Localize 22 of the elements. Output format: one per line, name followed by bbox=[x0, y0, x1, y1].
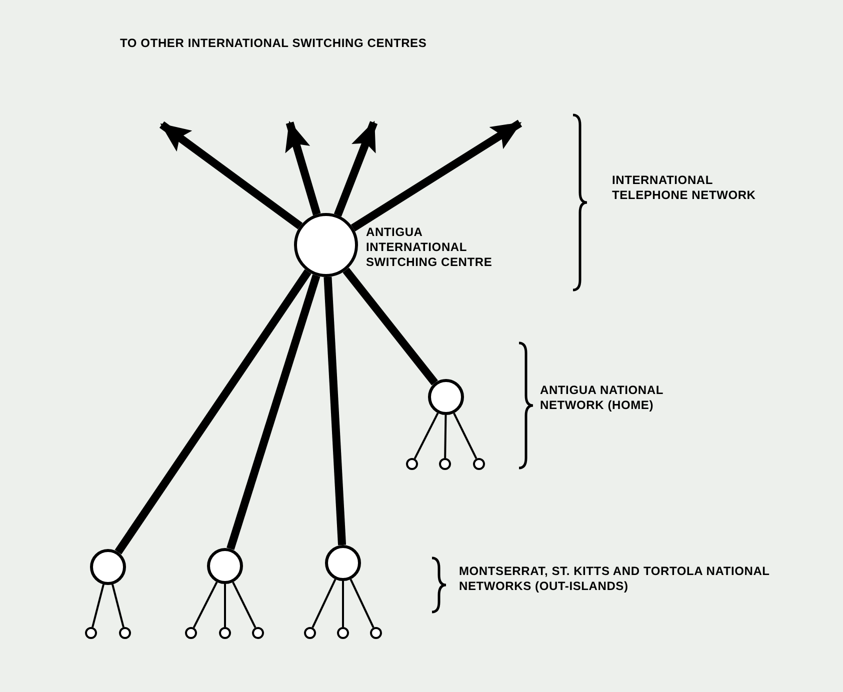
connector-line bbox=[350, 578, 374, 628]
heading-text: TO OTHER INTERNATIONAL SWITCHING CENTRES bbox=[120, 36, 428, 51]
node-caption: ANTIGUA INTERNATIONAL SWITCHING CENTRE bbox=[366, 225, 494, 270]
connector-line bbox=[444, 414, 447, 458]
connector-line bbox=[342, 581, 344, 627]
arrow bbox=[159, 121, 303, 230]
connector-line bbox=[232, 582, 256, 628]
connector-line bbox=[312, 578, 336, 628]
connector-line bbox=[92, 584, 104, 628]
arrow bbox=[285, 120, 321, 216]
connector-line bbox=[342, 268, 438, 386]
group-label: MONTSERRAT, ST. KITTS AND TORTOLA NATIONAL NETWORKS (OUT-ISLANDS) bbox=[459, 564, 771, 594]
connector-line bbox=[414, 412, 439, 460]
connector-line bbox=[224, 584, 226, 627]
group-label: INTERNATIONAL TELEPHONE NETWORK bbox=[612, 173, 757, 203]
connector-line bbox=[112, 584, 124, 628]
arrow bbox=[350, 120, 522, 232]
connector-line bbox=[192, 582, 218, 628]
connector-line bbox=[324, 276, 346, 546]
connector-line bbox=[114, 269, 312, 554]
group-label: ANTIGUA NATIONAL NETWORK (HOME) bbox=[540, 383, 664, 413]
connector-line bbox=[453, 412, 478, 460]
